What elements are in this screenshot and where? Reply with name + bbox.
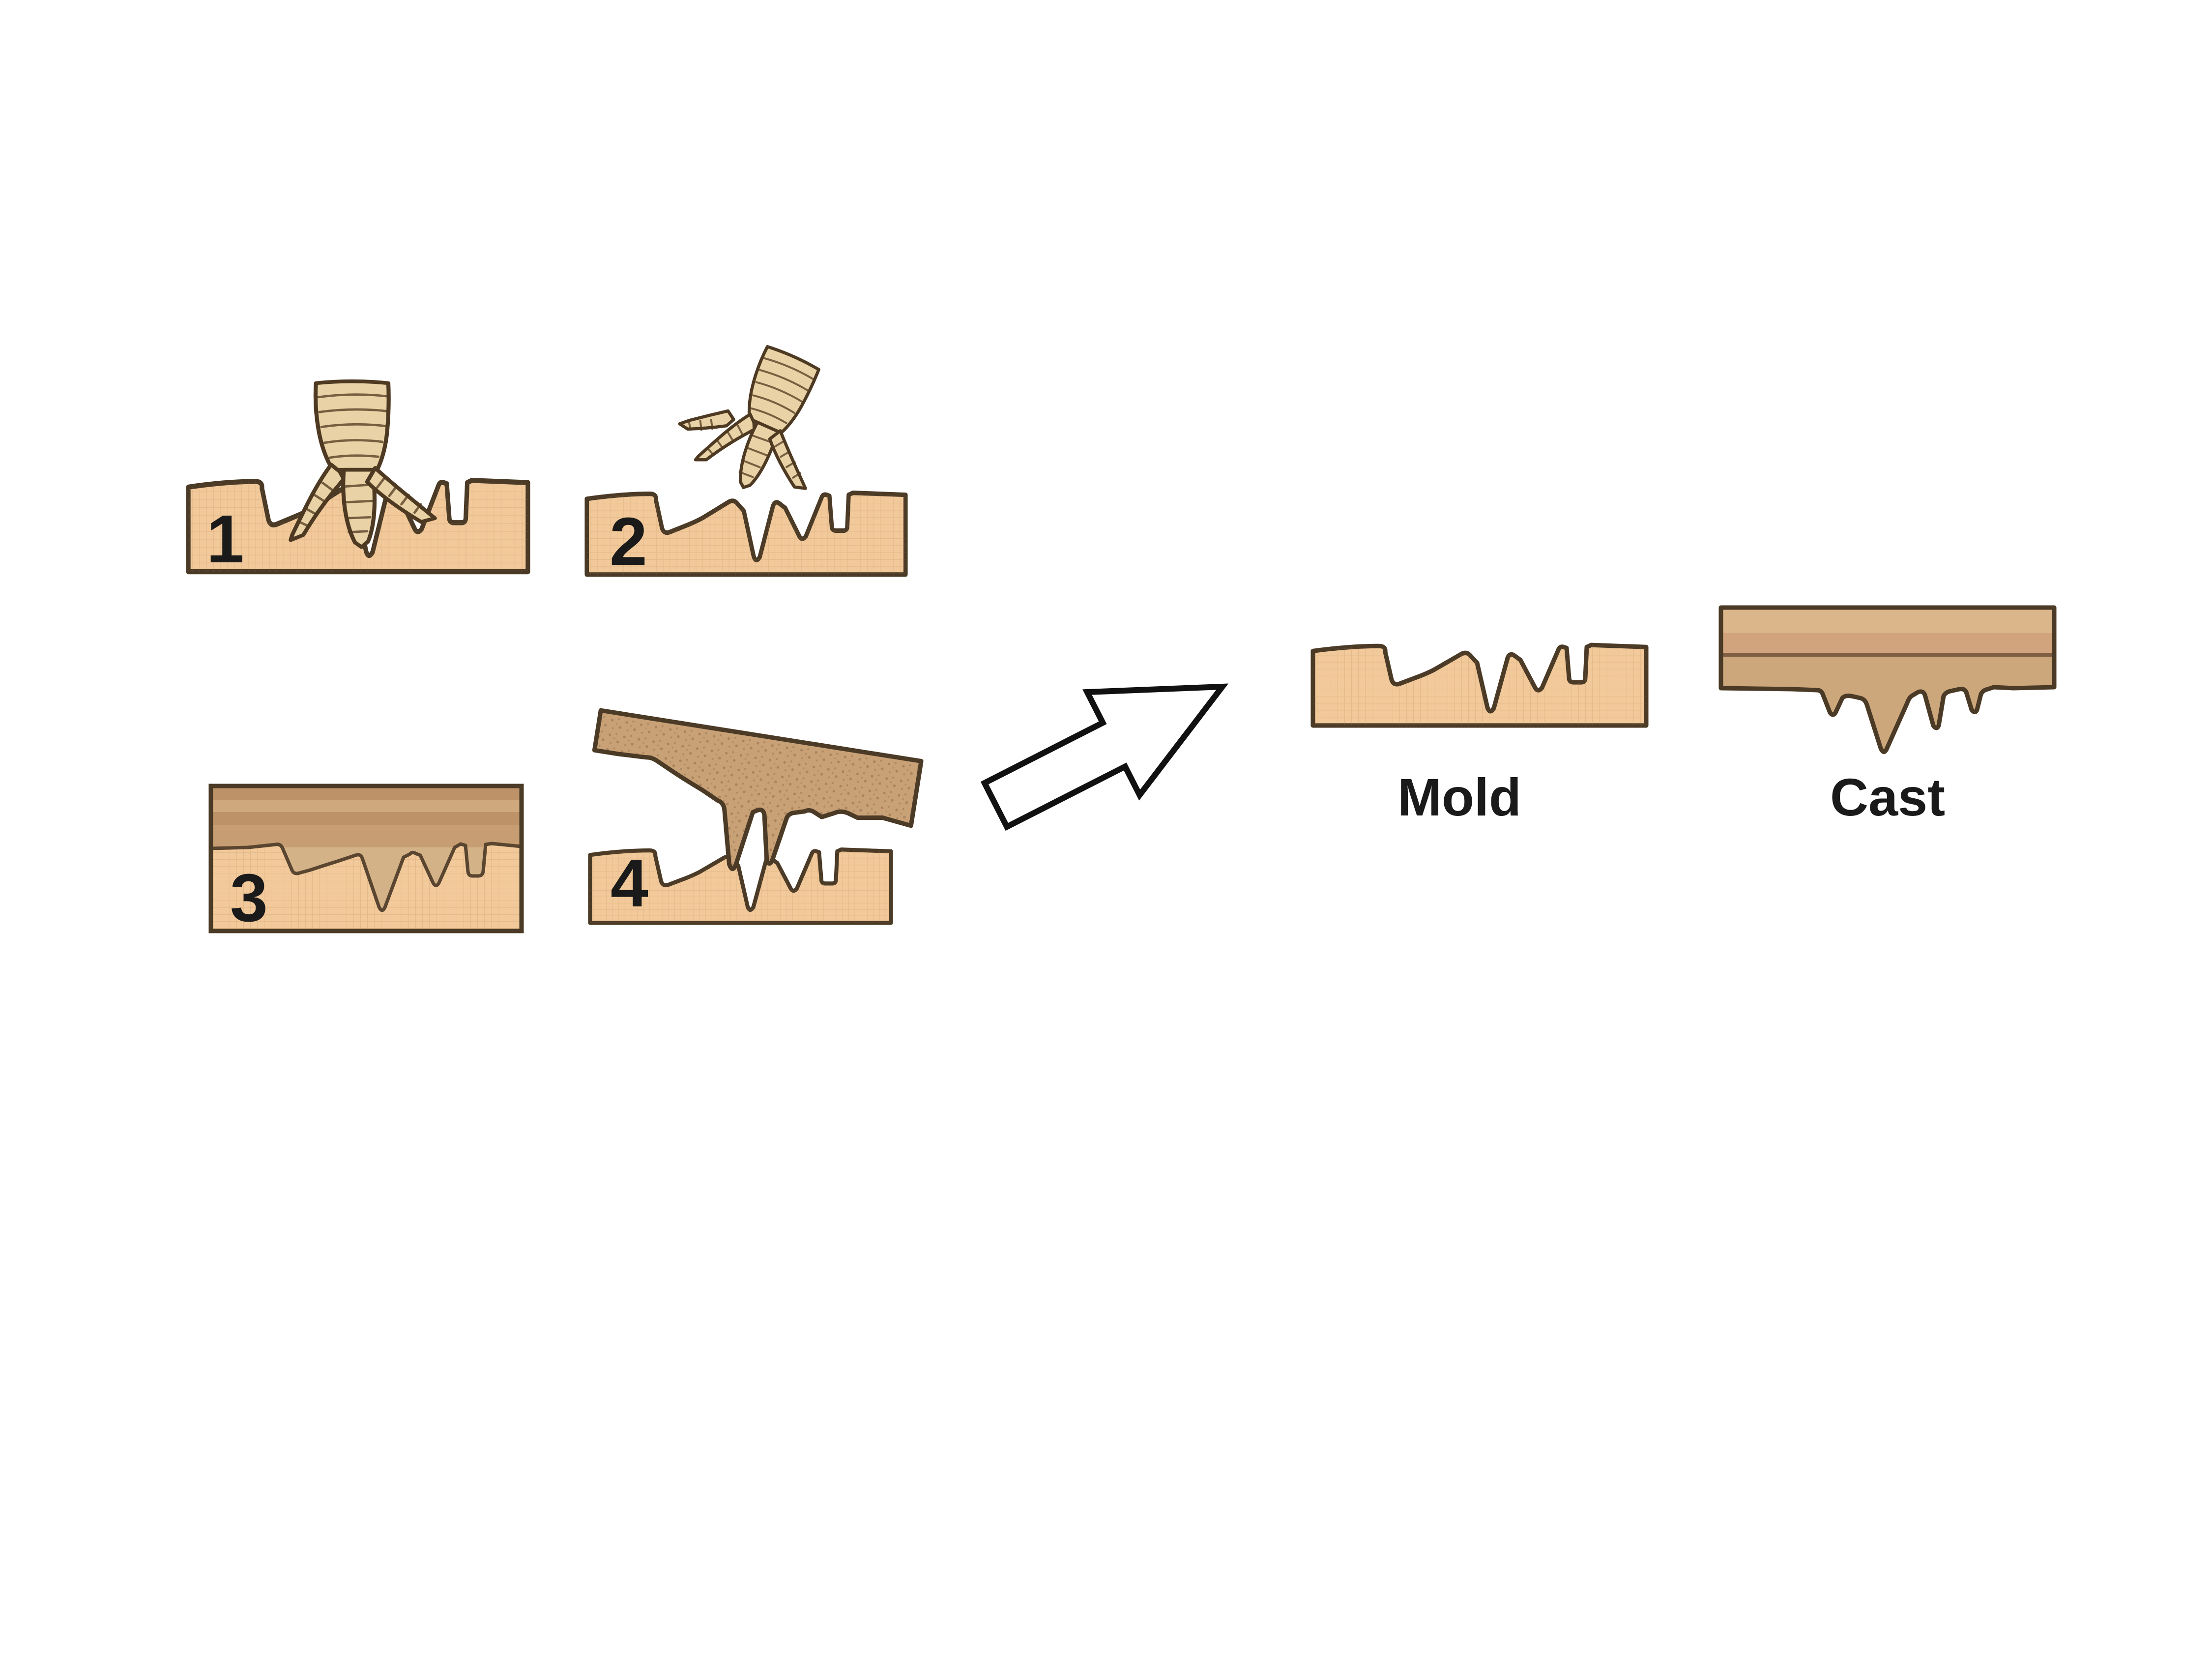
step-1-number: 1	[206, 501, 244, 577]
step-4-lifted-cast-slab	[592, 708, 924, 871]
step-4-number: 4	[611, 845, 648, 921]
step-2-bird-foot-icon	[678, 334, 850, 516]
mold-block-figure	[1310, 634, 1649, 728]
mold-label: Mold	[1397, 767, 1521, 827]
cast-label: Cast	[1830, 767, 1946, 827]
cast-block-figure	[1718, 605, 2057, 754]
step-1-bird-foot-icon	[268, 378, 440, 555]
arrow-right-icon	[980, 683, 1229, 831]
step-3-filled-mold-block	[208, 784, 524, 933]
step-2-number: 2	[610, 504, 647, 580]
step-3-number: 3	[230, 860, 268, 936]
